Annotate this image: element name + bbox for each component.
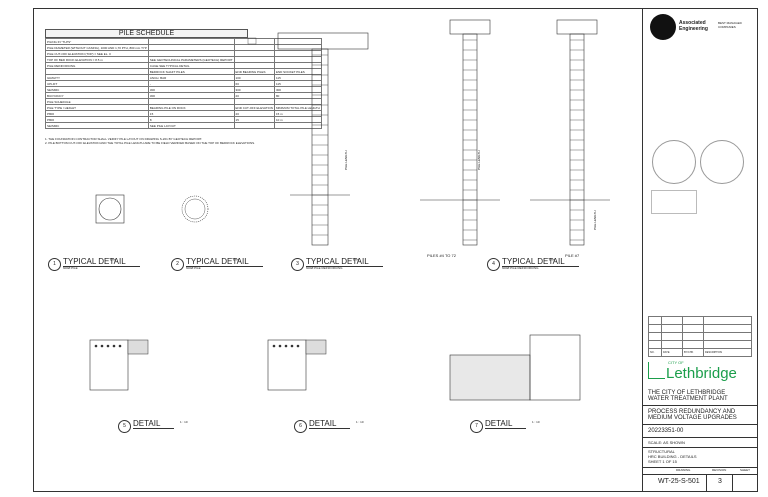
detail-scale: NTS: [353, 258, 359, 262]
ae-logo-icon: [650, 14, 676, 40]
scale-text: SCALE: AS SHOWN: [648, 440, 685, 445]
detail-title: DETAIL: [485, 419, 527, 429]
pile-length-label: PILE LENGTH: [593, 210, 597, 230]
drawing-line-1: STRUCTURAL: [648, 449, 675, 454]
drawing-line-3: SHEET 1 OF 15: [648, 459, 677, 464]
detail-5-slab: [127, 339, 149, 355]
detail-number-bubble: 1: [48, 258, 61, 271]
detail-number-bubble: 3: [291, 258, 304, 271]
revision-label: REVISION: [712, 468, 727, 472]
detail-title: DETAIL: [133, 419, 175, 429]
title-block: [642, 8, 758, 492]
detail-5-rebar: [106, 344, 110, 348]
company-name: Associated Engineering: [679, 20, 708, 32]
sheet-label: SHEET: [740, 468, 751, 472]
pile-section-1-circle: [98, 197, 122, 221]
detail-scale: NTS: [110, 258, 116, 262]
pile-schedule-note-1: 1. THE FOUNDATION CONTRACTOR SHALL VERIF…: [45, 137, 203, 141]
detail-title: TYPICAL DETAIL: [186, 257, 263, 267]
detail-6-rebar: [272, 344, 276, 348]
pile-schedule-cell: [233, 122, 275, 129]
drawing-sheet: [33, 8, 758, 492]
detail-number-bubble: 2: [171, 258, 184, 271]
permit-stamp: [651, 190, 697, 214]
title-line-1: PROCESS REDUNDANCY AND: [648, 409, 736, 415]
pile-schedule-cell: SEISMIC: [45, 122, 149, 129]
pile-3: [311, 48, 329, 246]
detail-scale: 1 : 10: [180, 420, 188, 424]
title-line-2: MEDIUM VOLTAGE UPGRADES: [648, 415, 737, 421]
revision-number: 3: [718, 478, 722, 485]
detail-6-rebar: [290, 344, 294, 348]
pile-section-2-inner: [184, 198, 206, 220]
detail-title: TYPICAL DETAIL: [502, 257, 579, 267]
pile-length-label: PILE LENGTH: [344, 150, 348, 170]
detail-6-rebar: [278, 344, 282, 348]
revision-header-cell: BY/CHK: [682, 348, 704, 357]
pile-section-2-circle: [181, 195, 209, 223]
client-name: Lethbridge: [666, 365, 737, 382]
detail-7-wall: [529, 334, 581, 401]
label-pile-7: PILE #7: [565, 253, 580, 258]
detail-6-rebar: [296, 344, 300, 348]
detail-title: TYPICAL DETAIL: [63, 257, 140, 267]
detail-6-rebar: [284, 344, 288, 348]
seal-2-icon: [700, 140, 744, 184]
detail-scale: NTS: [233, 258, 239, 262]
seal-1-icon: [652, 140, 696, 184]
detail-5-wall: [89, 339, 129, 391]
job-number: 20223351-00: [648, 428, 684, 434]
award-text: BEST MANAGED COMPANIES: [718, 21, 742, 29]
detail-subtitle: 600Ø PILE REINFORCING: [306, 266, 343, 270]
pile-schedule-title: PILE SCHEDULE: [45, 29, 248, 38]
detail-title: TYPICAL DETAIL: [306, 257, 383, 267]
project-line-1: THE CITY OF LETHBRIDGE: [648, 390, 726, 396]
detail-subtitle: 600Ø PILE: [63, 266, 78, 270]
pile-length-label: PILE LENGTH: [477, 150, 481, 170]
pile-cap-3: [277, 32, 369, 50]
project-line-2: WATER TREATMENT PLANT: [648, 396, 728, 402]
label-piles-4-72: PILES #4 TO 72: [427, 253, 456, 258]
revision-header-cell: DATE: [661, 348, 683, 357]
detail-5-rebar: [94, 344, 98, 348]
detail-scale: 1 : 10: [532, 420, 540, 424]
lethbridge-logo-icon: [648, 362, 665, 379]
detail-7-slab: [449, 354, 531, 401]
pile-4b: [569, 33, 585, 246]
pile-schedule-table: PILING IN "TLPS"PILE DIAMETER (WITHOUT C…: [45, 38, 322, 129]
pile-cap-4b: [556, 19, 598, 35]
pile-schedule-cell: [273, 122, 322, 129]
detail-6-slab: [305, 339, 327, 355]
pile-schedule-note-2: 2. PILE BOTTOM CUT-OFF ELEVATION AND THE…: [45, 141, 255, 145]
detail-number-bubble: 6: [294, 420, 307, 433]
detail-6-wall: [267, 339, 307, 391]
drawing-line-2: HRC BUILDING - DETAILS: [648, 454, 697, 459]
revision-header-cell: DESCRIPTION: [703, 348, 752, 357]
detail-5-rebar: [112, 344, 116, 348]
detail-number-bubble: 5: [118, 420, 131, 433]
detail-number-bubble: 7: [470, 420, 483, 433]
pile-cap-4a: [449, 19, 491, 35]
detail-title: DETAIL: [309, 419, 351, 429]
detail-number-bubble: 4: [487, 258, 500, 271]
pile-4a: [462, 33, 478, 246]
detail-scale: 1 : 10: [356, 420, 364, 424]
detail-5-rebar: [100, 344, 104, 348]
drawing-number: WT-25-S-501: [658, 478, 700, 485]
pile-section-1-square: [95, 194, 125, 224]
detail-scale: NTS: [549, 258, 555, 262]
client-prefix: CITY OF: [668, 360, 684, 365]
revision-header-cell: NO.: [648, 348, 662, 357]
detail-subtitle: 600Ø PILE REINFORCING: [502, 266, 539, 270]
detail-subtitle: 600Ø PILE: [186, 266, 201, 270]
detail-5-rebar: [118, 344, 122, 348]
key-plan-icon: [247, 37, 257, 45]
drawing-label: DRAWING: [676, 468, 691, 472]
